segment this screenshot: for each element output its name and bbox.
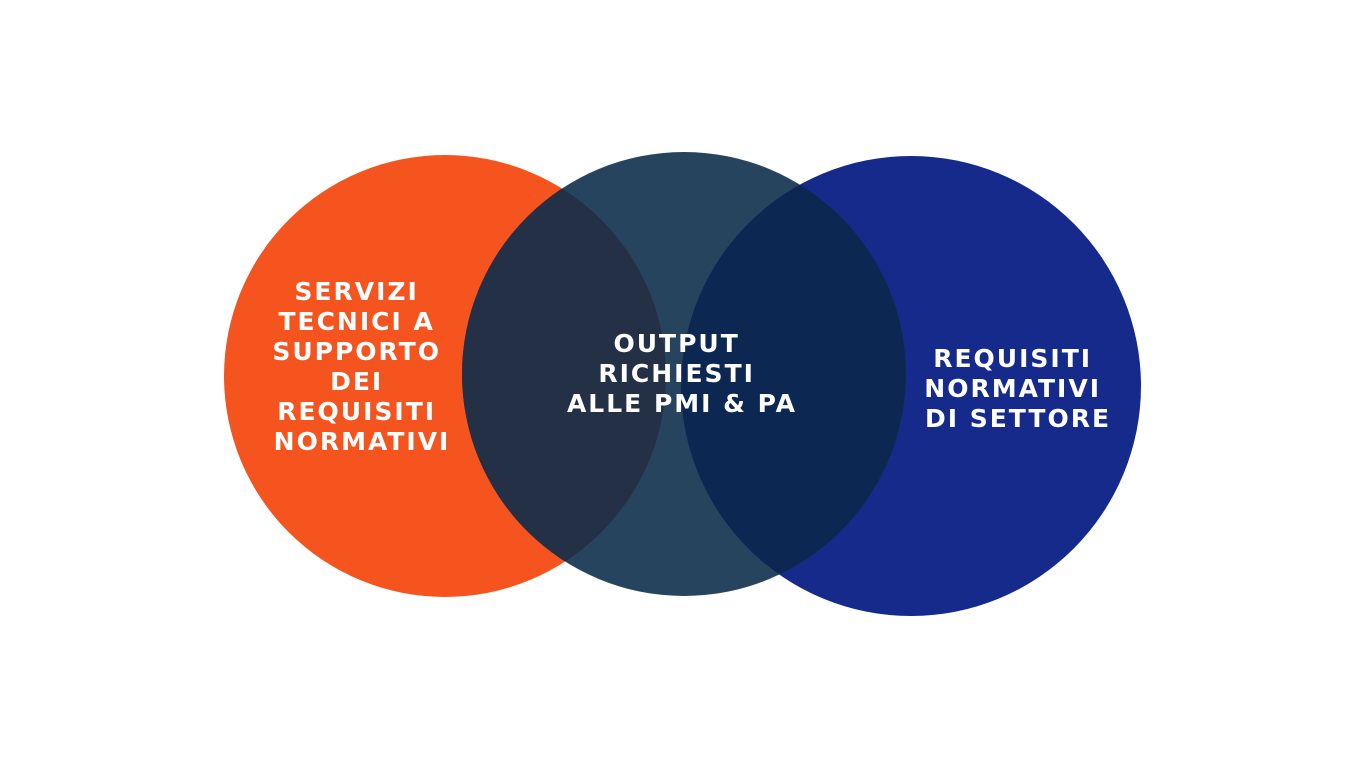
label-center-line: ALLE PMI & PA <box>567 389 797 418</box>
label-center-line: OUTPUT <box>613 329 739 358</box>
overlap-left-center <box>462 155 666 596</box>
label-left: SERVIZI TECNICI A SUPPORTO DEI REQUISITI… <box>272 277 451 456</box>
label-right-line: NORMATIVI <box>924 374 1101 403</box>
label-right-line: DI SETTORE <box>925 404 1111 433</box>
label-left-line: DEI <box>330 367 383 396</box>
label-center-line: RICHIESTI <box>598 359 755 388</box>
label-left-line: SERVIZI <box>294 277 418 306</box>
overlap-center-right <box>681 156 906 596</box>
label-left-line: REQUISITI <box>277 397 436 426</box>
label-center: OUTPUT RICHIESTI ALLE PMI & PA <box>567 329 797 418</box>
label-right: REQUISITI NORMATIVI DI SETTORE <box>924 344 1111 433</box>
label-left-line: SUPPORTO <box>272 337 441 366</box>
label-left-line: NORMATIVI <box>274 427 451 456</box>
label-left-line: TECNICI A <box>278 307 434 336</box>
label-right-line: REQUISITI <box>933 344 1092 373</box>
